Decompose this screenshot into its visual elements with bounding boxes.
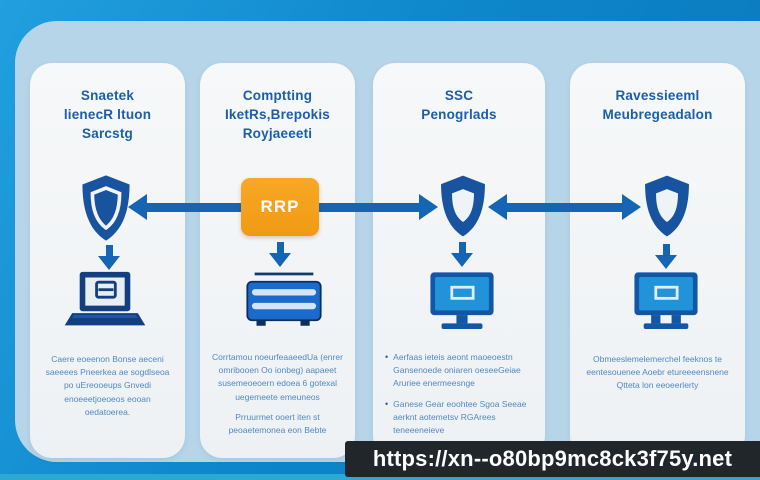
url-caption-bar: https://xn--o80bp9mc8ck3f75y.net [345,441,760,477]
down-arrow-icon [655,244,677,269]
arrow-left-icon [488,194,507,220]
down-arrow-icon [451,242,473,267]
card-paragraph: Prruurmet ooert iten st peoaetemonea eon… [228,411,327,435]
arrow-right-icon [419,194,438,220]
url-caption-text: https://xn--o80bp9mc8ck3f75y.net [372,446,733,471]
monitor-icon [423,272,501,339]
card-description: Corrtamou noeurfeaaeedUa (enrer omribooe… [212,351,343,437]
card-description: Obmeeslemelemerchel feeknos te eentesoue… [582,353,733,393]
arrow-right-icon [622,194,641,220]
bullet-text: Aerfaas ieteis aeont maoeoestn Gansenoed… [393,352,521,389]
card-paragraph: Caere eoeenon Bonse aeceni saeeees Pneer… [45,354,170,417]
card-title: Ravessieeml Meubregeadalon [602,88,713,122]
bullet-icon: • [385,352,389,362]
card-description: • Aerfaas ieteis aeont maoeoestn Ganseno… [385,351,533,444]
rrp-label: RRP [260,197,300,216]
card-paragraph: Corrtamou noeurfeaaeedUa (enrer omribooe… [212,352,343,402]
card-title: Comptting IketRs,Brepokis Royjaeeeti [224,88,331,141]
horizontal-connector [506,203,623,212]
shield-icon [77,173,135,248]
rrp-box: RRP [241,178,319,236]
shield-icon [436,173,490,244]
down-arrow-icon [269,242,291,267]
card-title: SSC Penogrlads [421,88,497,122]
server-icon [240,272,328,335]
bullet-text: Ganese Gear eoohtee Sgoa Seeae aerknt ao… [393,398,527,435]
laptop-icon [62,270,148,335]
monitor-icon [627,272,705,339]
card-title: Snaetek lienecR ltuon Sarcstg [63,88,152,141]
bullet-item: • Ganese Gear eoohtee Sgoa Seeae aerknt … [385,398,533,438]
bottom-accent-strip [0,474,760,480]
diagram-panel: Snaetek lienecR ltuon Sarcstg Caere eoee… [15,21,760,462]
horizontal-connector [319,203,420,212]
card-description: Caere eoeenon Bonse aeceni saeeees Pneer… [42,353,173,419]
arrow-left-icon [128,194,147,220]
horizontal-connector [146,203,241,212]
down-arrow-icon [98,245,120,270]
shield-icon [640,173,694,244]
card-paragraph: Obmeeslemelemerchel feeknos te eentesoue… [586,354,729,391]
bullet-icon: • [385,398,389,409]
bullet-item: • Aerfaas ieteis aeont maoeoestn Ganseno… [385,351,533,391]
